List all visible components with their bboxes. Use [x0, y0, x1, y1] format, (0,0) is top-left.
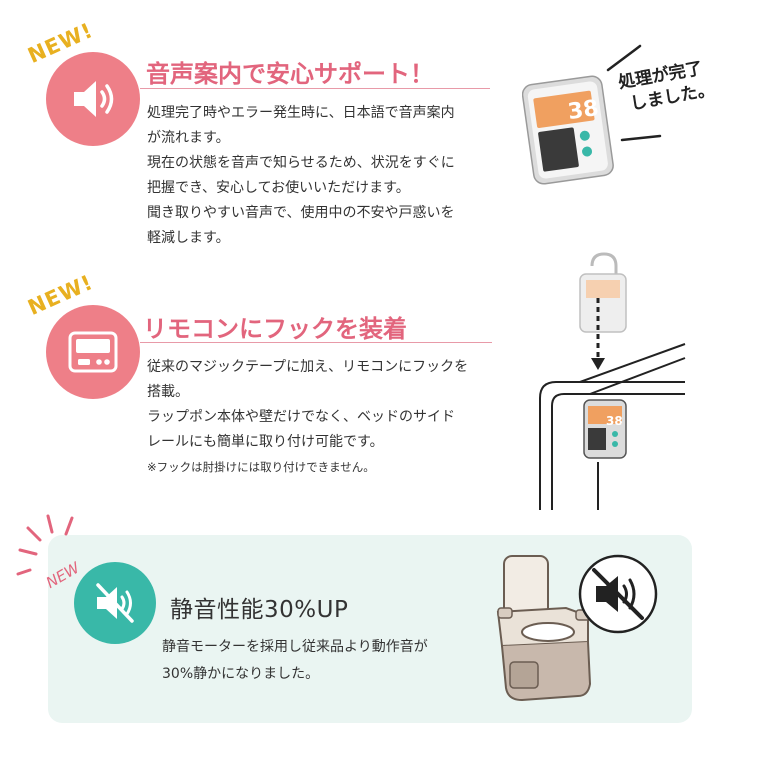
mute-speaker-icon	[96, 583, 134, 623]
mute-circle	[74, 562, 156, 644]
speaker-icon	[74, 81, 114, 117]
hook-illustration	[539, 252, 686, 510]
section2-note: ※フックは肘掛けには取り付けできません。	[147, 460, 375, 474]
remote-display-number-2: 38	[606, 414, 623, 428]
section2-title: リモコンにフックを装着	[143, 315, 407, 343]
section1-title: 音声案内で安心サポート！	[146, 60, 434, 88]
section2-body: 従来のマジックテープに加え、リモコンにフックを 搭載。 ラップポン本体や壁だけで…	[147, 355, 468, 477]
section1-body: 処理完了時やエラー発生時に、日本語で音声案内 が流れます。 現在の状態を音声で知…	[147, 105, 455, 246]
speech-lines	[606, 44, 662, 142]
remote-illustration-1: 38	[521, 72, 614, 190]
speaker-circle	[46, 52, 140, 146]
sparkle-lines	[16, 514, 74, 576]
section3-body: 静音モーターを採用し従来品より動作音が 30%静かになりました。	[162, 639, 428, 682]
remote-control-icon	[68, 331, 118, 373]
toilet-illustration	[496, 555, 592, 702]
section2-title-underline	[140, 342, 492, 343]
mute-symbol-icon	[578, 554, 658, 634]
remote-display-number-1: 38	[566, 95, 601, 126]
section1-title-underline	[140, 88, 490, 89]
remote-circle	[46, 305, 140, 399]
section3-title: 静音性能30%UP	[170, 597, 349, 623]
